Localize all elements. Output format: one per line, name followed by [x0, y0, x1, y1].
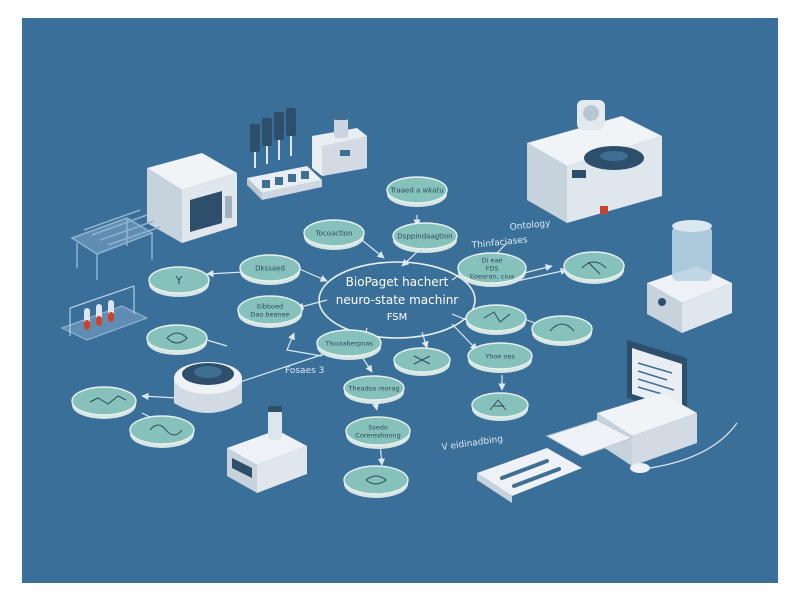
- node-top: [345, 416, 411, 446]
- tube-tray-icon: [477, 448, 582, 503]
- edge: [451, 323, 478, 351]
- node-top: [71, 386, 137, 416]
- state-node-label: Corereshonng: [355, 431, 400, 439]
- edge: [206, 270, 245, 278]
- state-node-label: Tlsoaaberpnas: [324, 339, 373, 347]
- balance-icon: [227, 406, 307, 493]
- vial-instrument-icon: [312, 112, 367, 176]
- state-node-label: Traaed a wkatu: [389, 186, 443, 194]
- state-node-label: Dao beanee: [250, 310, 289, 318]
- node-symbol-icon: [489, 399, 507, 411]
- state-node-glyph[interactable]: [465, 304, 527, 335]
- node-top: [392, 222, 458, 250]
- state-node-label: Di eae: [482, 256, 503, 264]
- state-node-glyph[interactable]: [531, 315, 593, 346]
- center-title-line3: FSM: [387, 312, 408, 323]
- state-node-label: Theadsa reorag: [348, 384, 400, 392]
- node-top: [343, 465, 409, 495]
- fosaes-label: Fosaes 3: [285, 366, 324, 376]
- state-node[interactable]: Dsppindaagtion: [392, 222, 458, 253]
- computer-icon: [545, 340, 738, 473]
- node-symbol-icon: [483, 311, 511, 323]
- node-top: [239, 254, 301, 282]
- analyzer-icon: [527, 100, 662, 223]
- beaker-hotplate-icon: [647, 220, 732, 333]
- center-node[interactable]: BioPaget hachert neuro-state machinr FSM: [318, 261, 476, 339]
- state-node[interactable]: Tocoaction: [303, 219, 365, 250]
- node-symbol-icon: [549, 323, 575, 332]
- node-top: [471, 392, 529, 418]
- state-node-label: Dkssaed: [255, 264, 285, 272]
- node-top: [467, 342, 533, 370]
- state-node-label: Tocoaction: [314, 229, 352, 237]
- node-top: [465, 304, 527, 332]
- fsm-diagram: BioPaget hachert neuro-state machinr FSM…: [60, 100, 738, 503]
- state-node-glyph[interactable]: [471, 392, 529, 421]
- state-node[interactable]: Traaed a wkatu: [386, 176, 448, 207]
- oven-icon: [147, 153, 237, 243]
- state-node-label: Eibboed: [257, 302, 283, 310]
- edge: [141, 392, 178, 400]
- center-title-line2: neuro-state machinr: [336, 293, 459, 307]
- pipette-icon: [247, 108, 322, 200]
- node-top: [146, 324, 208, 352]
- edge: [296, 299, 328, 310]
- state-node-label: Ssedo: [368, 423, 388, 431]
- state-node-label: Eoearan, ciua: [470, 272, 514, 280]
- ontology-label: Ontology: [509, 219, 551, 233]
- thinfaciases-label: Thinfaciases: [470, 235, 528, 251]
- edge: [421, 331, 429, 349]
- v-binding-label: V eidinadbing: [441, 434, 504, 453]
- state-node[interactable]: Yhoe oes: [467, 342, 533, 373]
- state-node-label: Y: [175, 274, 183, 287]
- centrifuge-icon: [174, 362, 242, 413]
- state-node-glyph[interactable]: [146, 324, 208, 355]
- node-top: [303, 219, 365, 247]
- node-top: [386, 176, 448, 204]
- state-node-label: Yhoe oes: [484, 352, 515, 360]
- edge: [401, 251, 418, 267]
- node-symbol-icon: [166, 332, 188, 344]
- node-top: [563, 251, 625, 281]
- state-node-glyph[interactable]: [129, 415, 195, 448]
- node-symbol-icon: [581, 261, 607, 275]
- state-node[interactable]: Dkssaed: [239, 254, 301, 285]
- state-node-label: Dsppindaagtion: [397, 232, 452, 240]
- edge: [516, 267, 568, 282]
- state-node-glyph[interactable]: [343, 465, 409, 498]
- node-top: [316, 329, 382, 357]
- edge: [361, 356, 373, 373]
- node-top: [129, 415, 195, 445]
- node-top: [343, 375, 405, 401]
- node-symbol-icon: [89, 395, 127, 405]
- center-title-line1: BioPaget hachert: [346, 275, 449, 289]
- diagram-canvas: BioPaget hachert neuro-state machinr FSM…: [22, 18, 778, 583]
- state-node-label: FDS: [486, 264, 499, 272]
- edge: [286, 332, 323, 357]
- test-tubes-icon: [60, 285, 149, 341]
- node-symbol-icon: [413, 355, 431, 365]
- node-top: [237, 295, 303, 325]
- edge: [296, 267, 328, 282]
- state-node[interactable]: Y: [148, 266, 210, 297]
- test-tube-rack-icon: [70, 209, 161, 280]
- state-node-glyph[interactable]: [393, 347, 451, 376]
- node-top: [148, 266, 210, 294]
- state-node[interactable]: Theadsa reorag: [343, 375, 405, 404]
- node-symbol-icon: [149, 424, 183, 436]
- state-node-glyph[interactable]: [563, 251, 625, 284]
- state-node-glyph[interactable]: [71, 386, 137, 419]
- node-top: [457, 252, 527, 284]
- node-top: [531, 315, 593, 343]
- node-symbol-icon: [365, 475, 387, 485]
- state-node[interactable]: Tlsoaaberpnas: [316, 329, 382, 360]
